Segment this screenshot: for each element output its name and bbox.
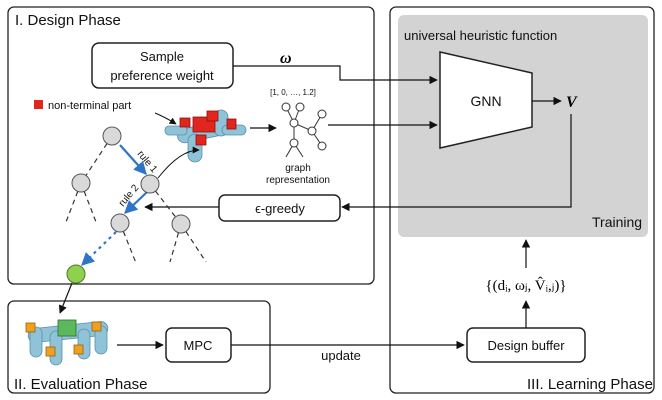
vector-label: [1, 0, …, 1.2]	[270, 88, 316, 97]
rule1-label: rule 1	[135, 149, 160, 176]
learning-phase-title: III. Learning Phase	[527, 376, 653, 393]
buffer-formula: {(dᵢ, ωⱼ, V̂ᵢ,ⱼ)}	[485, 277, 566, 294]
omega-arrow	[233, 65, 438, 85]
v-to-egreedy-arrow	[341, 114, 572, 212]
update-label: update	[321, 348, 361, 363]
graph-node	[289, 118, 299, 128]
sample-box-line2: preference weight	[110, 68, 214, 83]
rule2-label: rule 2	[117, 182, 142, 209]
tree-node-selected	[140, 174, 160, 194]
gnn-block	[439, 51, 533, 149]
nonterminal-pointer-arrow	[154, 112, 177, 125]
graph-representation	[281, 102, 327, 158]
nonterminal-legend-swatch	[34, 100, 43, 109]
tree-node	[110, 213, 130, 233]
graph-label-line2: representation	[266, 175, 330, 186]
gnn-label: GNN	[470, 93, 501, 109]
egreedy-label: ϵ-greedy	[255, 201, 305, 216]
tree-to-robot-arrow	[157, 146, 200, 179]
graph-node	[281, 102, 291, 112]
rule2-arrow	[124, 191, 148, 214]
nonterminal-legend-label: non-terminal part	[48, 100, 131, 112]
tree-leaf-terminal	[66, 264, 86, 284]
mpc-label: MPC	[184, 338, 213, 353]
sample-box-line1: Sample	[140, 49, 184, 64]
graph-node	[295, 102, 305, 112]
tree-node	[71, 173, 91, 193]
graph-node	[317, 109, 327, 119]
leaf-to-evaluation-arrow	[58, 282, 73, 314]
learning-phase-panel	[389, 6, 655, 394]
v-label: V	[566, 94, 578, 111]
tree-node	[171, 214, 191, 234]
graph-node	[289, 138, 299, 148]
omega-label: ω	[280, 50, 292, 67]
design-phase-title: I. Design Phase	[15, 12, 121, 29]
training-label: Training	[592, 214, 642, 230]
evaluation-phase-title: II. Evaluation Phase	[14, 376, 147, 393]
egreedy-box	[218, 194, 341, 222]
tree-node-root	[102, 126, 122, 146]
search-tree	[65, 126, 207, 284]
universal-heuristic-label: universal heuristic function	[404, 28, 557, 43]
rule1-arrow	[119, 144, 147, 175]
graph-node	[317, 141, 327, 151]
graph-label-line1: graph	[285, 163, 311, 174]
rollout-arrow	[81, 231, 117, 266]
evaluated-robot-illustration	[25, 319, 109, 366]
design-phase-panel	[7, 6, 375, 285]
evaluation-phase-panel	[7, 300, 271, 394]
robot-design-illustration	[164, 109, 247, 163]
graph-node	[307, 126, 317, 136]
design-buffer-label: Design buffer	[487, 338, 565, 353]
